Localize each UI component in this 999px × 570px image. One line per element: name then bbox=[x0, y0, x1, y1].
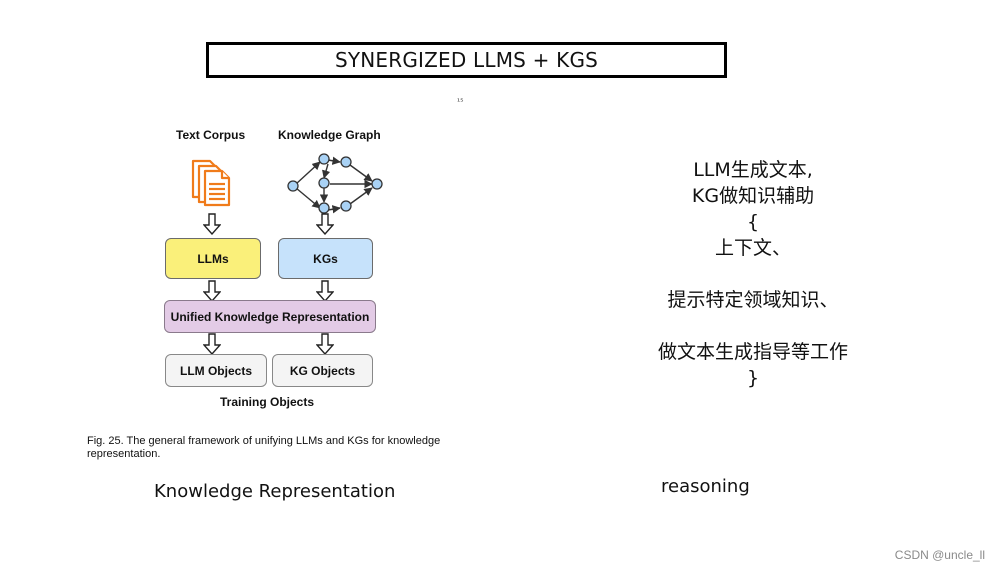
llms-box: LLMs bbox=[165, 238, 261, 279]
text-corpus-label: Text Corpus bbox=[176, 128, 246, 142]
knowledge-graph-label: Knowledge Graph bbox=[278, 128, 381, 142]
caption-line: representation. bbox=[87, 448, 161, 460]
stray-mark: ¹⁵ bbox=[457, 97, 464, 106]
kgs-box: KGs bbox=[278, 238, 373, 279]
arrow-down-icon bbox=[316, 213, 334, 235]
note-line: 做文本生成指导等工作 bbox=[657, 341, 848, 363]
kg-objects-box: KG Objects bbox=[272, 354, 373, 387]
unified-representation-box: Unified Knowledge Representation bbox=[164, 300, 376, 333]
note-line bbox=[630, 313, 876, 339]
arrow-down-icon bbox=[203, 213, 221, 235]
slide-title: SYNERGIZED LLMS + KGS bbox=[206, 42, 727, 78]
note-line: { bbox=[746, 211, 760, 233]
figure-caption: Fig. 25. The general framework of unifyi… bbox=[87, 435, 487, 461]
arrow-down-icon bbox=[203, 333, 221, 355]
note-line: 提示特定领域知识、 bbox=[667, 289, 839, 311]
arrow-down-icon bbox=[203, 280, 221, 302]
arrow-down-icon bbox=[316, 333, 334, 355]
reasoning-label: reasoning bbox=[661, 476, 750, 497]
arrow-down-icon bbox=[316, 280, 334, 302]
note-line: } bbox=[746, 367, 760, 389]
training-objects-label: Training Objects bbox=[220, 395, 315, 409]
llm-objects-box: LLM Objects bbox=[165, 354, 267, 387]
notes-text: LLM生成文本, KG做知识辅助 { 上下文、 提示特定领域知识、 做文本生成指… bbox=[630, 157, 876, 391]
caption-line: Fig. 25. The general framework of unifyi… bbox=[87, 435, 441, 447]
note-line: 上下文、 bbox=[714, 237, 791, 259]
note-line bbox=[630, 261, 876, 287]
note-line: KG做知识辅助 bbox=[691, 185, 815, 207]
note-line: LLM生成文本, bbox=[693, 159, 813, 181]
knowledge-representation-label: Knowledge Representation bbox=[154, 481, 396, 502]
knowledge-graph-icon bbox=[287, 153, 383, 214]
watermark: CSDN @uncle_ll bbox=[894, 548, 985, 562]
document-stack-icon bbox=[191, 159, 231, 207]
